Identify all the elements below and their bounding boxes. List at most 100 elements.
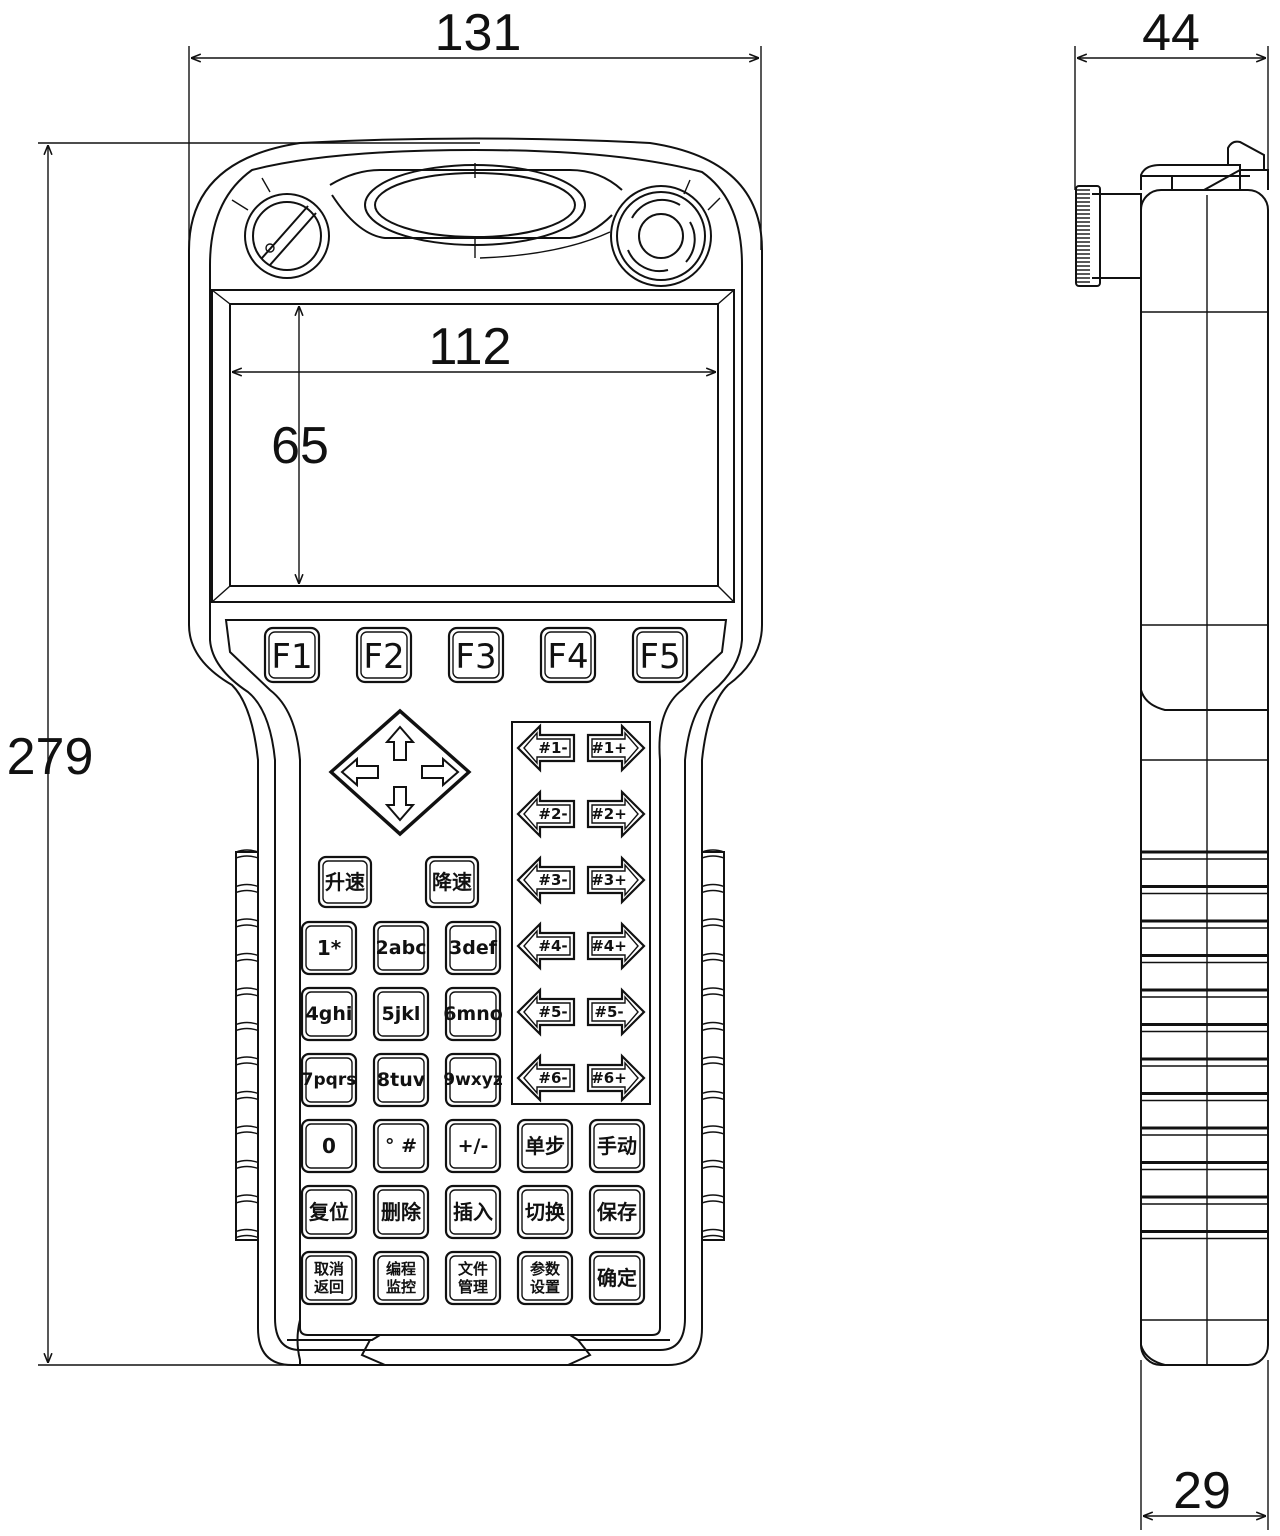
axis-key-panel [511,721,651,1105]
speed-key-row: 升速 降速 [317,855,480,909]
lcd-screen [211,289,735,603]
axis-key-label: #1- [538,739,567,757]
axis-key-2-plus[interactable]: #2+ [586,789,646,839]
axis-key-label: #5- [594,1003,623,1021]
dimension-screen-width: 112 [429,318,512,376]
keypad-key-2-1[interactable]: 8tuv [372,1052,430,1108]
keypad-key-2-2-label: 9wxyz [443,1070,503,1090]
axis-key-label: #3- [538,871,567,889]
dimension-total-width: 131 [435,4,522,62]
emergency-stop-button[interactable] [610,185,712,287]
command-key-0-3-label: 单步 [525,1134,565,1158]
command-key-1-0[interactable]: 复位 [300,1184,358,1240]
command-key-1-0-label: 复位 [308,1200,349,1224]
command-key-2-0-label-0: 取消 [314,1260,344,1278]
connector-knurl [1076,189,1090,283]
function-key-f3[interactable]: F3 [447,626,505,684]
dimension-side-depth: 44 [1142,4,1200,62]
command-key-2-1-label-1: 监控 [386,1278,416,1296]
axis-key-6-minus[interactable]: #6- [516,1053,576,1103]
keypad-key-2-0[interactable]: 7pqrs [300,1052,358,1108]
left-grip-ribs [235,851,258,1241]
axis-key-3-plus[interactable]: #3+ [586,855,646,905]
command-key-1-3[interactable]: 切换 [516,1184,574,1240]
axis-key-2-minus[interactable]: #2- [516,789,576,839]
key-switch[interactable] [244,193,330,279]
keypad-key-1-1-label: 5jkl [382,1003,421,1025]
keypad-key-2-0-label: 7pqrs [302,1070,357,1090]
function-key-f2[interactable]: F2 [355,626,413,684]
axis-key-label: #6+ [591,1069,627,1087]
axis-key-1-plus[interactable]: #1+ [586,723,646,773]
direction-pad[interactable] [328,708,472,837]
command-key-2-4-label: 确定 [597,1266,637,1290]
axis-key-5-plus[interactable]: #5- [586,987,646,1037]
command-key-0-0[interactable]: 0 [300,1118,358,1174]
axis-key-4-plus[interactable]: #4+ [586,921,646,971]
arrow-down-icon[interactable] [384,786,416,822]
speed-down-button[interactable]: 降速 [424,855,480,909]
command-key-2-1-label-0: 编程 [386,1260,416,1278]
function-key-f1[interactable]: F1 [263,626,321,684]
keypad-key-0-1[interactable]: 2abc [372,920,430,976]
axis-key-1-minus[interactable]: #1- [516,723,576,773]
dimension-total-height: 279 [7,728,94,786]
command-key-2-3-label-0: 参数 [530,1260,561,1278]
axis-jog-keys: #1- #1+#2-#2+ #3- #3+ #4- #4+ #5- #5- #6- #6+ [516,723,646,1103]
command-key-0-4-label: 手动 [597,1134,637,1158]
arrow-left-icon[interactable] [340,756,379,788]
axis-key-label: #4+ [591,937,627,955]
speed-up-button[interactable]: 升速 [317,855,373,909]
keypad-key-1-0[interactable]: 4ghi [300,986,358,1042]
axis-key-label: #6- [538,1069,567,1087]
command-key-1-3-label: 切换 [525,1200,566,1224]
axis-key-3-minus[interactable]: #3- [516,855,576,905]
command-key-0-4[interactable]: 手动 [588,1118,646,1174]
command-key-1-4[interactable]: 保存 [588,1184,646,1240]
function-key-label: F1 [271,637,312,677]
function-key-f5[interactable]: F5 [631,626,689,684]
command-key-1-2-label: 插入 [453,1200,493,1224]
command-key-0-2[interactable]: +/- [444,1118,502,1174]
command-key-2-2-label-1: 管理 [458,1278,488,1296]
command-key-0-1-label: ° # [385,1135,417,1157]
command-keypad: 0° #+/-单步手动复位删除插入切换保存取消返回编程监控文件管理参数设置确定 [300,1118,646,1306]
command-key-0-1[interactable]: ° # [372,1118,430,1174]
keypad-key-1-2[interactable]: 6mno [443,986,503,1042]
command-key-1-2[interactable]: 插入 [444,1184,502,1240]
arrow-right-icon[interactable] [421,756,460,788]
keypad-key-1-0-label: 4ghi [306,1003,353,1025]
command-key-0-2-label: +/- [458,1135,489,1157]
function-key-label: F5 [639,637,680,677]
command-key-0-3[interactable]: 单步 [516,1118,574,1174]
axis-key-label: #3+ [591,871,627,889]
function-key-f4[interactable]: F4 [539,626,597,684]
axis-key-5-minus[interactable]: #5- [516,987,576,1037]
numeric-keypad: 1* 2abc 3def 4ghi 5jkl 6mno 7pqrs 8tuv 9wxyz [300,920,503,1108]
keypad-key-0-1-label: 2abc [376,937,427,959]
command-key-1-1-label: 删除 [381,1200,422,1224]
command-key-1-1[interactable]: 删除 [372,1184,430,1240]
speed-down-button-label: 降速 [432,870,472,894]
dimension-lines [38,46,1269,1530]
keypad-key-0-0[interactable]: 1* [300,920,358,976]
axis-key-6-plus[interactable]: #6+ [586,1053,646,1103]
function-key-label: F3 [455,637,496,677]
keypad-key-2-2[interactable]: 9wxyz [443,1052,503,1108]
keypad-key-0-2[interactable]: 3def [444,920,502,976]
axis-key-label: #5- [538,1003,567,1021]
command-key-0-0-label: 0 [322,1134,336,1158]
axis-key-4-minus[interactable]: #4- [516,921,576,971]
command-key-2-4[interactable]: 确定 [588,1250,646,1306]
function-key-label: F2 [363,637,404,677]
right-grip-ribs [702,851,725,1241]
keypad-key-1-1[interactable]: 5jkl [372,986,430,1042]
arrow-up-icon[interactable] [384,725,416,761]
command-key-1-4-label: 保存 [596,1200,637,1224]
speed-up-button-label: 升速 [325,870,365,894]
